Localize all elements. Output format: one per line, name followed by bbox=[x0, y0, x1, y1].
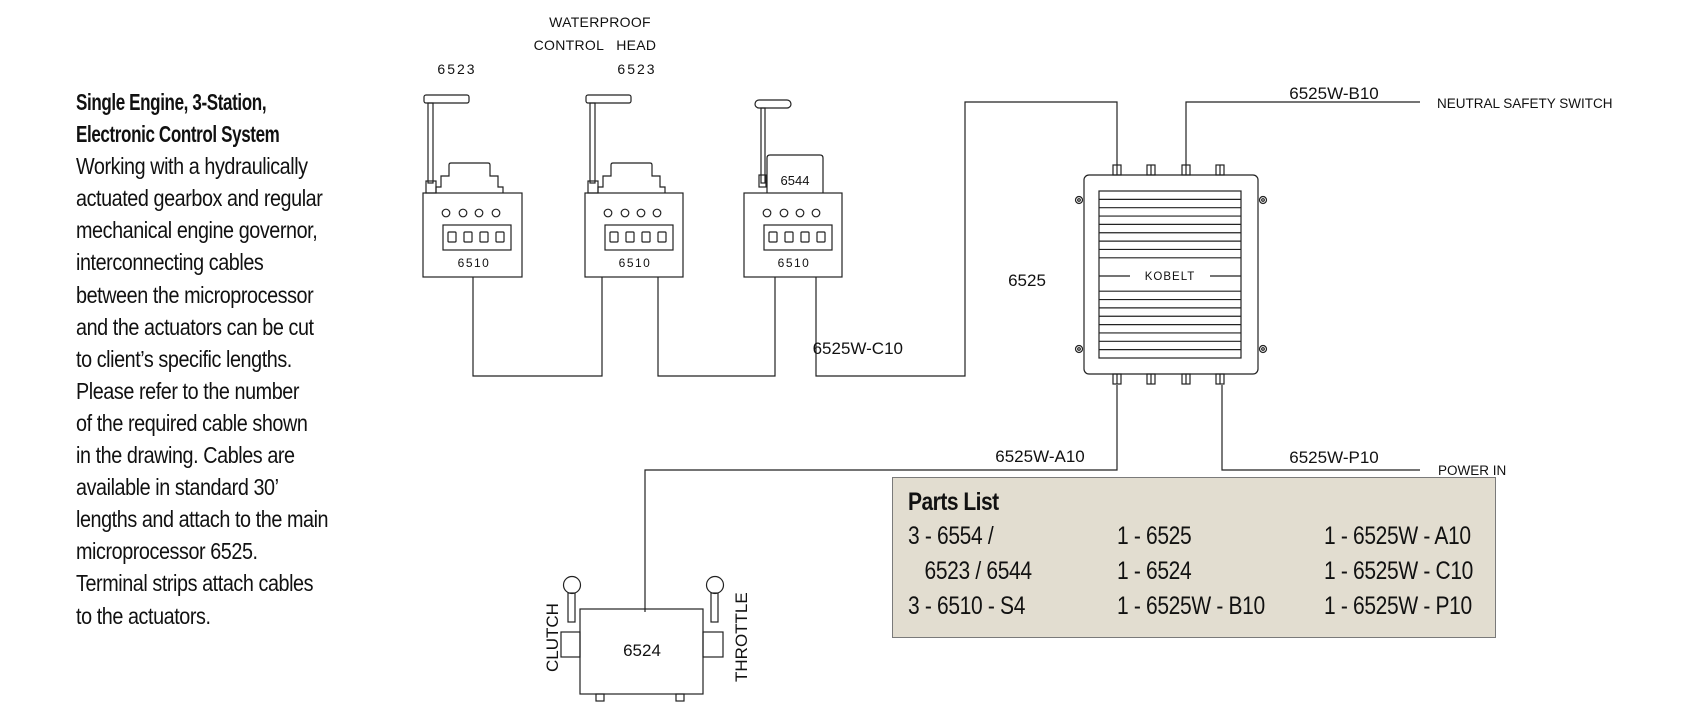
body-line: between the microprocessor bbox=[76, 281, 314, 308]
actuator-6524: 6524 CLUTCH THROTTLE bbox=[543, 575, 751, 702]
parts-item: 6523 / 6544 bbox=[908, 557, 1032, 585]
actuator-body bbox=[579, 608, 704, 695]
parts-item: 3 - 6510 - S4 bbox=[908, 592, 1026, 620]
controller-part-label: 6525 bbox=[1008, 271, 1046, 290]
controller-enclosure bbox=[1083, 174, 1259, 375]
parts-item: 1 - 6524 bbox=[1117, 557, 1192, 585]
actuator-label: 6524 bbox=[623, 641, 661, 660]
brand-plate bbox=[1130, 268, 1210, 284]
clutch-mount bbox=[560, 631, 581, 658]
cable-a10 bbox=[644, 385, 1118, 612]
cable-station2-station3 bbox=[657, 277, 776, 377]
parts-list-title: Parts List bbox=[908, 488, 999, 516]
indicator-lights bbox=[762, 208, 821, 218]
parts-item: 1 - 6525W - A10 bbox=[1324, 522, 1471, 550]
terminal-strip bbox=[604, 224, 674, 251]
description-block: Single Engine, 3-Station, Electronic Con… bbox=[76, 86, 396, 632]
clutch-knob bbox=[562, 575, 582, 595]
body-line: of the required cable shown bbox=[76, 409, 308, 436]
cable-c10 bbox=[815, 101, 1118, 377]
parts-list: Parts List 3 - 6554 / 6523 / 6544 3 - 65… bbox=[892, 477, 1496, 638]
terminal-strip bbox=[442, 224, 512, 251]
parts-item: 1 - 6525 bbox=[1117, 522, 1192, 550]
throttle-mount bbox=[702, 631, 724, 658]
station-2-head-label: 6523 bbox=[617, 61, 656, 77]
parts-item: 1 - 6525W - P10 bbox=[1324, 592, 1472, 620]
neutral-safety-label: NEUTRAL SAFETY SWITCH bbox=[1437, 96, 1613, 111]
cable-b10-label: 6525W-B10 bbox=[1289, 84, 1378, 103]
louver-lines bbox=[1099, 198, 1241, 351]
cable-a10-label: 6525W-A10 bbox=[995, 447, 1084, 466]
terminal-screws bbox=[768, 231, 826, 243]
station-3-head-label: 6544 bbox=[781, 173, 810, 188]
terminal-strip bbox=[763, 224, 833, 251]
brand-label: KOBELT bbox=[1145, 271, 1196, 283]
cable-p10-label: 6525W-P10 bbox=[1289, 448, 1378, 467]
body-line: Terminal strips attach cables bbox=[76, 570, 314, 597]
body-line: actuated gearbox and regular bbox=[76, 185, 323, 212]
terminal-screws bbox=[447, 231, 505, 243]
terminal-box bbox=[743, 192, 843, 278]
terminal-screws bbox=[609, 231, 667, 243]
mounting-ears bbox=[1074, 195, 1268, 354]
body-line: and the actuators can be cut bbox=[76, 313, 314, 340]
body-line: available in standard 30’ bbox=[76, 474, 279, 501]
clutch-label: CLUTCH bbox=[543, 603, 562, 672]
lever-handle bbox=[585, 94, 632, 104]
lever-stem bbox=[760, 107, 766, 184]
throttle-label: THROTTLE bbox=[732, 592, 751, 682]
cable-station1-station2 bbox=[472, 277, 603, 377]
lever-base bbox=[758, 174, 767, 188]
header-label-line: CONTROL HEAD bbox=[534, 37, 657, 53]
throttle-stem bbox=[710, 592, 719, 623]
body-line: microprocessor 6525. bbox=[76, 538, 258, 565]
station-3: 6544 6510 bbox=[743, 99, 843, 278]
controller-6525: 6525 KOBELT bbox=[1008, 164, 1268, 385]
lever-handle bbox=[754, 99, 792, 109]
control-head-body bbox=[435, 162, 504, 193]
description-body: Working with a hydraulically actuated ge… bbox=[76, 150, 396, 631]
lever-stem bbox=[427, 102, 434, 184]
parts-item: 3 - 6554 / bbox=[908, 522, 994, 550]
parts-item: 1 - 6525W - B10 bbox=[1117, 592, 1265, 620]
title-line: Single Engine, 3-Station, bbox=[76, 89, 267, 115]
lever-handle bbox=[423, 94, 470, 104]
station-2: 6510 bbox=[584, 94, 684, 278]
actuator-foot bbox=[595, 693, 605, 702]
control-head-body bbox=[597, 162, 666, 193]
connector-pins bbox=[1112, 164, 1225, 385]
body-line: to client’s specific lengths. bbox=[76, 345, 292, 372]
terminal-label: 6510 bbox=[619, 256, 652, 270]
terminal-label: 6510 bbox=[778, 256, 811, 270]
parts-item: 1 - 6525W - C10 bbox=[1324, 557, 1474, 585]
station-1-head-label: 6523 bbox=[437, 61, 476, 77]
body-line: Please refer to the number bbox=[76, 377, 300, 404]
actuator-foot bbox=[675, 693, 685, 702]
header-label-line: WATERPROOF bbox=[549, 14, 651, 30]
indicator-lights bbox=[441, 208, 501, 218]
indicator-lights bbox=[603, 208, 662, 218]
body-line: Working with a hydraulically bbox=[76, 153, 308, 180]
clutch-stem bbox=[567, 592, 576, 623]
body-line: in the drawing. Cables are bbox=[76, 442, 295, 469]
throttle-knob bbox=[705, 575, 725, 595]
control-head-body bbox=[766, 154, 824, 193]
lever-stem bbox=[589, 102, 596, 184]
body-line: to the actuators. bbox=[76, 602, 211, 629]
body-line: mechanical engine governor, bbox=[76, 217, 318, 244]
station-1: 6510 bbox=[422, 94, 523, 278]
body-line: interconnecting cables bbox=[76, 249, 264, 276]
description-title: Single Engine, 3-Station, Electronic Con… bbox=[76, 86, 351, 150]
terminal-label: 6510 bbox=[458, 256, 491, 270]
cable-p10 bbox=[1221, 385, 1420, 471]
cable-b10 bbox=[1185, 101, 1420, 165]
cable-c10-label: 6525W-C10 bbox=[813, 339, 903, 358]
power-in-label: POWER IN bbox=[1438, 463, 1506, 478]
terminal-box bbox=[584, 192, 684, 278]
body-line: lengths and attach to the main bbox=[76, 506, 329, 533]
title-line: Electronic Control System bbox=[76, 121, 280, 148]
louver-panel bbox=[1098, 190, 1242, 359]
